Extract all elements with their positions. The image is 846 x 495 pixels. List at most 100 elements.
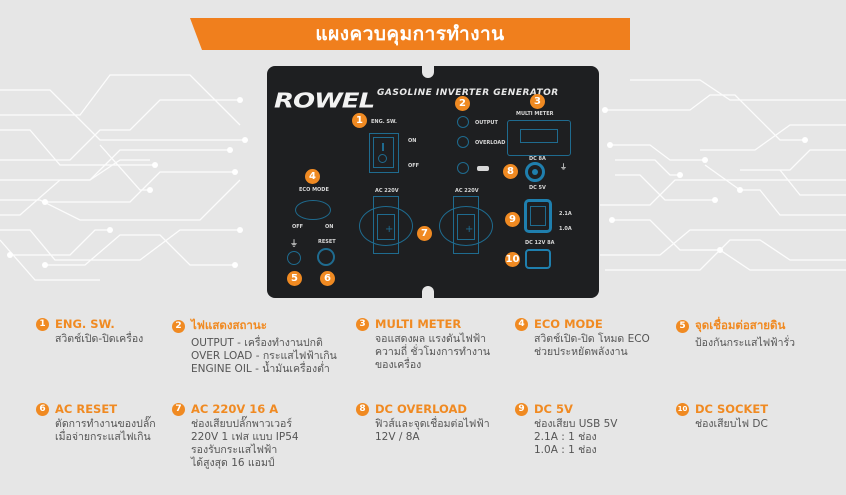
page-title: แผงควบคุมการทำงาน [315,23,505,45]
legend-line: ช่องเสียบไฟ DC [695,418,768,430]
legend-line: ป้องกันกระแสไฟฟ้ารั่ว [695,337,796,349]
legend-number: 5 [676,319,689,333]
legend-number: 6 [36,402,49,416]
badge-8: 8 [503,164,518,179]
legend-item-dc-socket: 10 DC SOCKET ช่องเสียบไฟ DC [676,402,768,431]
legend-title: ไฟแสดงสถานะ [191,318,267,332]
ac-outlet-1[interactable]: + [359,196,413,254]
legend-line: ความถี่ ชั่วโมงการทำงาน [375,346,491,358]
ac-outlet-2-label: AC 220V [455,188,479,194]
oil-can-icon [477,166,489,171]
legend-line: 1.0A : 1 ช่อง [534,444,597,456]
legend-number: 4 [515,317,528,331]
legend-line: 12V / 8A [375,431,420,443]
legend-item-status-lights: 2 ไฟแสดงสถานะ OUTPUT - เครื่องทำงานปกติ O… [172,317,337,376]
overload-indicator-led [457,136,469,148]
legend-title: DC SOCKET [695,402,769,416]
legend-number: 7 [172,402,185,416]
multi-meter-label: MULTI METER [516,111,554,117]
legend-line: 2.1A : 1 ช่อง [534,431,597,443]
legend-number: 1 [36,317,49,331]
badge-4: 4 [305,169,320,184]
legend-item-multi-meter: 3 MULTI METER จอแสดงผล แรงดันไฟฟ้า ความถี… [356,317,490,372]
badge-5: 5 [287,271,302,286]
legend-line: สวิตช์เปิด-ปิด โหมด ECO [534,333,650,345]
legend-title: MULTI METER [375,317,462,331]
eco-on-label: ON [325,224,334,230]
legend-line: ได้สูงสุด 16 แอมป์ [191,457,275,469]
legend-line: สวิตช์เปิด-ปิดเครื่อง [55,333,144,345]
dc-socket[interactable] [525,249,551,269]
legend-line: OVER LOAD - กระแสไฟฟ้าเกิน [191,350,337,362]
switch-off-label: OFF [408,163,420,169]
legend-title: AC RESET [55,402,118,416]
legend-line: ช่วยประหยัดพลังงาน [534,346,628,358]
ac-outlet-1-label: AC 220V [375,188,399,194]
legend-item-ground: 5 จุดเชื่อมต่อสายดิน ป้องกันกระแสไฟฟ้ารั่… [676,317,795,350]
title-banner: แผงควบคุมการทำงาน [190,18,630,50]
control-panel: ROWEL GASOLINE INVERTER GENERATOR 1 ENG.… [267,64,599,300]
eng-sw-label: ENG. SW. [371,119,397,125]
badge-6: 6 [320,271,335,286]
legend-line: 220V 1 เฟส แบบ IP54 [191,431,299,443]
legend-number: 3 [356,317,369,331]
ground-icon: ⏚ [560,163,567,171]
badge-2: 2 [455,96,470,111]
legend-item-eng-sw: 1 ENG. SW. สวิตช์เปิด-ปิดเครื่อง [36,317,143,346]
brand-subtitle: GASOLINE INVERTER GENERATOR [377,88,559,98]
badge-3: 3 [530,94,545,109]
legend-title: AC 220V 16 A [191,402,279,416]
legend-title: ENG. SW. [55,317,115,331]
panel-notch [422,64,434,78]
legend-number: 10 [676,402,689,416]
dc-overload-fuse[interactable] [525,162,545,182]
dc-5v-label: DC 5V [529,185,546,191]
eco-off-label: OFF [292,224,304,230]
badge-10: 10 [505,252,520,267]
badge-9: 9 [505,212,520,227]
legend-line: เมื่อจ่ายกระแสไฟเกิน [55,431,151,443]
eco-mode-label: ECO MODE [299,187,329,193]
badge-1: 1 [352,113,367,128]
multi-meter-display [507,120,571,156]
legend-title: DC 5V [534,402,573,416]
legend-title: DC OVERLOAD [375,402,467,416]
legend-line: OUTPUT - เครื่องทำงานปกติ [191,337,323,349]
reset-label: RESET [318,239,336,245]
legend-line: ช่องเสียบปลั๊กพาวเวอร์ [191,418,292,430]
output-label: OUTPUT [475,120,498,126]
legend-number: 9 [515,402,528,416]
ground-terminal[interactable] [287,251,301,265]
output-indicator-led [457,116,469,128]
eco-mode-switch[interactable] [295,200,331,220]
overload-label: OVERLOAD [475,140,506,146]
usb-1-0a-label: 1.0A [559,226,572,232]
switch-on-label: ON [408,138,417,144]
panel-notch [422,286,434,300]
legend-line: ENGINE OIL - น้ำมันเครื่องต่ำ [191,363,330,375]
legend-item-dc-overload: 8 DC OVERLOAD ฟิวส์และจุดเชื่อมต่อไฟฟ้า 1… [356,402,490,444]
legend-line: ตัดการทำงานของปลั๊ก [55,418,156,430]
legend-item-dc-5v: 9 DC 5V ช่องเสียบ USB 5V 2.1A : 1 ช่อง 1.… [515,402,617,457]
legend-line: ฟิวส์และจุดเชื่อมต่อไฟฟ้า [375,418,490,430]
dc-8a-label: DC 8A [529,156,546,162]
ac-reset-button[interactable] [317,248,335,266]
legend-item-eco-mode: 4 ECO MODE สวิตช์เปิด-ปิด โหมด ECO ช่วยปร… [515,317,650,359]
legend-item-ac-220v: 7 AC 220V 16 A ช่องเสียบปลั๊กพาวเวอร์ 220… [172,402,299,470]
legend-title: ECO MODE [534,317,603,331]
legend-number: 2 [172,319,185,333]
legend-line: ช่องเสียบ USB 5V [534,418,618,430]
legend-number: 8 [356,402,369,416]
brand-logo: ROWEL [274,89,375,113]
engine-oil-indicator-led [457,162,469,174]
legend-line: ของเครื่อง [375,359,422,371]
legend-title: จุดเชื่อมต่อสายดิน [695,318,786,332]
badge-7: 7 [417,226,432,241]
ac-outlet-2[interactable]: + [439,196,493,254]
legend-line: รองรับกระแสไฟฟ้า [191,444,278,456]
usb-port-cover[interactable] [524,199,552,233]
legend-line: จอแสดงผล แรงดันไฟฟ้า [375,333,487,345]
legend-item-ac-reset: 6 AC RESET ตัดการทำงานของปลั๊ก เมื่อจ่ายก… [36,402,156,444]
engine-switch[interactable] [369,133,399,173]
